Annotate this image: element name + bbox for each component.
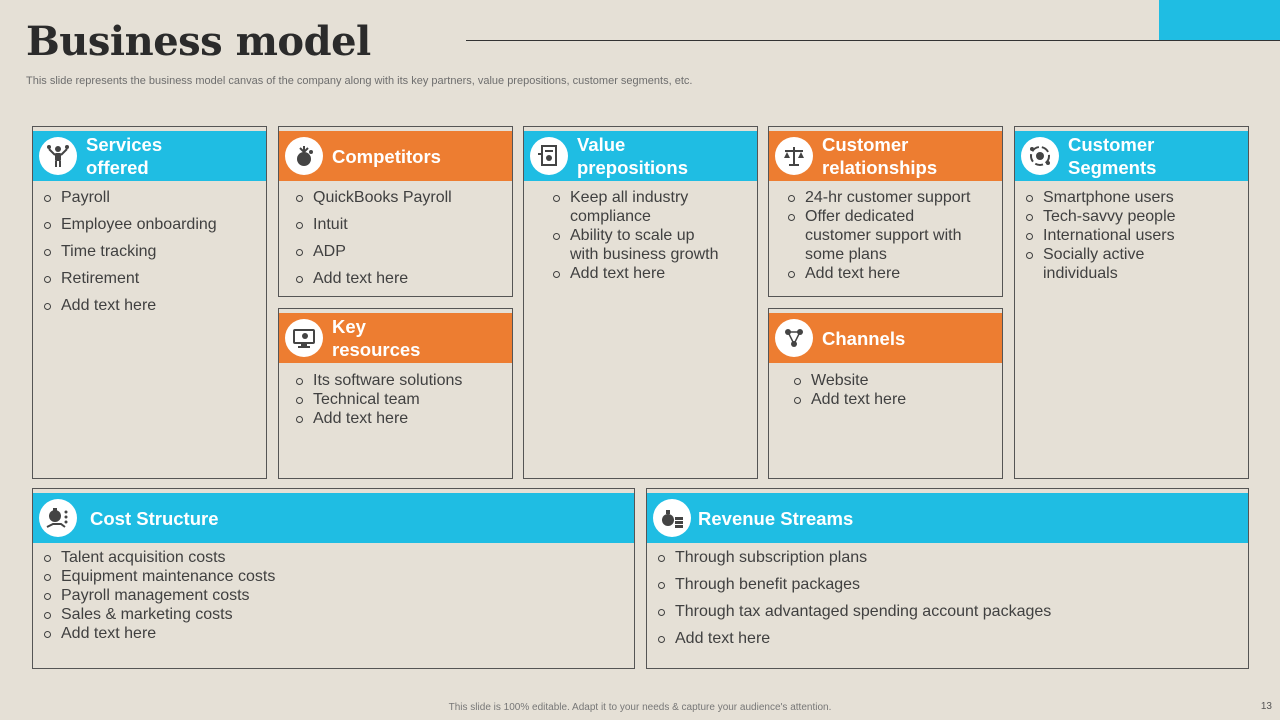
network-channels-icon [775,319,813,357]
list-item: Time tracking [43,242,217,261]
list-item: Add text here [295,409,462,428]
list-item: QuickBooks Payroll [295,188,452,207]
card-header: Value prepositions [524,131,757,181]
slide-footer: This slide is 100% editable. Adapt it to… [448,702,832,713]
slide-title: Business model [26,18,371,65]
list-item: Add text here [43,624,275,643]
list-item: Add text here [787,264,970,283]
card-competitors: Competitors QuickBooks Payroll Intuit AD… [278,126,513,297]
list-item: Equipment maintenance costs [43,567,275,586]
card-header: Channels [769,313,1002,363]
card-title: Competitors [332,145,441,167]
list-item: Talent acquisition costs [43,548,275,567]
coins-stack-icon [653,499,691,537]
card-title: Cost Structure [90,507,219,529]
list-item: Employee onboarding [43,215,217,234]
value-document-icon [530,137,568,175]
services-list: Payroll Employee onboarding Time trackin… [43,188,217,323]
card-key-resources: Key resources Its software solutions Tec… [278,308,513,479]
page-number: 13 [1260,701,1272,712]
card-cost-structure: Cost Structure Talent acquisition costs … [32,488,635,669]
list-item: Technical team [295,390,462,409]
list-item: Payroll management costs [43,586,275,605]
list-item: Through subscription plans [657,548,1051,567]
list-item: Sales & marketing costs [43,605,275,624]
card-header: Customer Segments [1015,131,1248,181]
list-item: Retirement [43,269,217,288]
card-header: Revenue Streams [647,493,1248,543]
list-item: 24-hr customer support [787,188,970,207]
cost-list: Talent acquisition costs Equipment maint… [43,548,275,643]
computer-monitor-icon [285,319,323,357]
list-item: Tech-savvy people [1025,207,1176,226]
card-header: Key resources [279,313,512,363]
list-item: Add text here [295,269,452,288]
card-customer-segments: Customer Segments Smartphone users Tech-… [1014,126,1249,479]
list-item: Add text here [552,264,719,283]
list-item: Add text here [43,296,217,315]
card-title: Customer relationships [822,134,938,178]
list-item: Payroll [43,188,217,207]
card-customer-relationships: Customer relationships 24-hr customer su… [768,126,1003,297]
card-title: Channels [822,327,906,349]
card-services-offered: Services offered Payroll Employee onboar… [32,126,267,479]
balance-scale-icon [775,137,813,175]
segments-list: Smartphone users Tech-savvy people Inter… [1025,188,1176,283]
card-title: Services offered [86,134,163,178]
segments-cycle-icon [1021,137,1059,175]
card-header: Competitors [279,131,512,181]
card-header: Services offered [33,131,266,181]
card-revenue-streams: Revenue Streams Through subscription pla… [646,488,1249,669]
card-channels: Channels Website Add text here [768,308,1003,479]
list-item: Intuit [295,215,452,234]
list-item: Through tax advantaged spending account … [657,602,1051,621]
card-title: Revenue Streams [698,507,854,529]
list-item: ADP [295,242,452,261]
list-item: Add text here [793,390,906,409]
card-title: Key resources [332,316,421,360]
list-item: Its software solutions [295,371,462,390]
key-resources-list: Its software solutions Technical team Ad… [295,371,462,428]
slide-subtitle: This slide represents the business model… [26,75,693,87]
card-title: Value prepositions [577,134,689,178]
card-header: Customer relationships [769,131,1002,181]
card-header: Cost Structure [33,493,634,543]
list-item: Smartphone users [1025,188,1176,207]
competitors-list: QuickBooks Payroll Intuit ADP Add text h… [295,188,452,296]
channels-list: Website Add text here [793,371,906,409]
money-bag-hand-icon [39,499,77,537]
list-item: Add text here [657,629,1051,648]
corner-accent-bar [1159,0,1280,41]
title-divider [466,40,1280,41]
competitor-figure-icon [285,137,323,175]
revenue-list: Through subscription plans Through benef… [657,548,1051,656]
list-item: Through benefit packages [657,575,1051,594]
list-item: International users [1025,226,1176,245]
list-item: Website [793,371,906,390]
person-juggling-icon [39,137,77,175]
card-title: Customer Segments [1068,134,1157,178]
